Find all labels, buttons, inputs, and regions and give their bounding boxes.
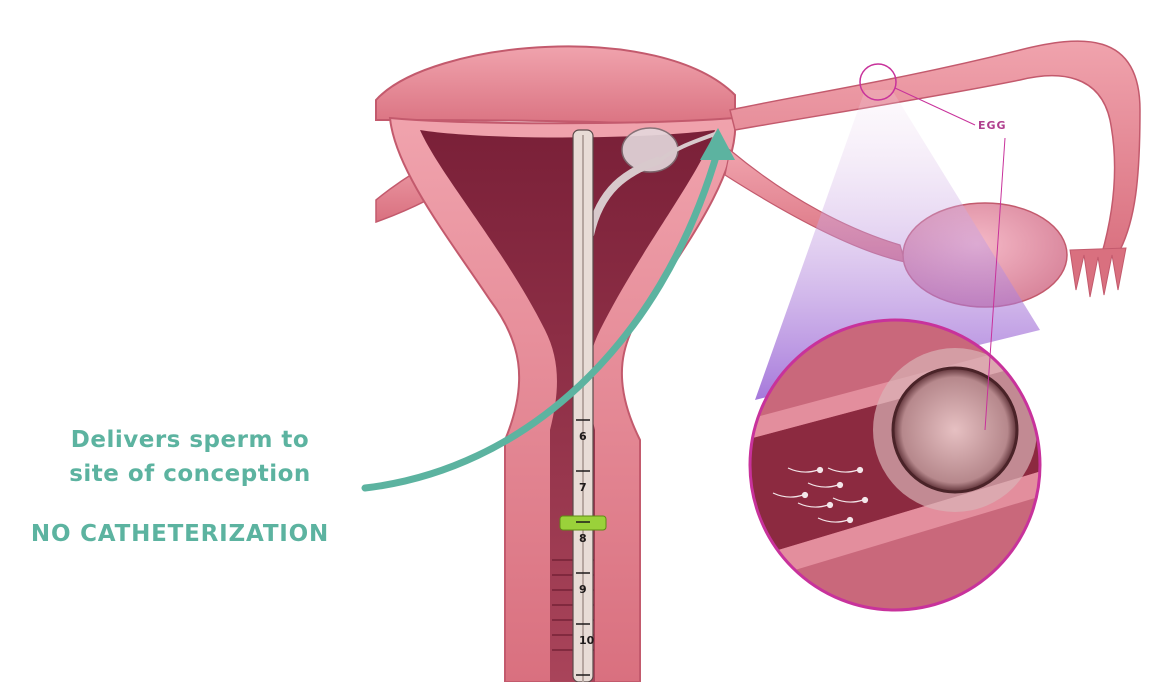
catheter-mark-label: 6 <box>579 430 587 443</box>
egg-cell <box>893 368 1017 492</box>
fimbriae <box>1070 248 1126 297</box>
caption-no-catheterization: NO CATHETERIZATION <box>0 521 360 547</box>
caption-line-1: Delivers sperm to <box>40 423 340 457</box>
catheter-green-cap <box>560 516 606 530</box>
caption-delivers: Delivers sperm to site of conception <box>40 423 340 491</box>
catheter-mark-label: 8 <box>579 532 587 545</box>
catheter-mark-label: 9 <box>579 583 587 596</box>
egg-label: EGG <box>978 119 1007 132</box>
catheter-mark-label: 7 <box>579 481 587 494</box>
catheter-mark-label: 10 <box>579 634 595 647</box>
uterus-fundus <box>376 46 735 130</box>
caption-line-2: site of conception <box>40 457 340 491</box>
